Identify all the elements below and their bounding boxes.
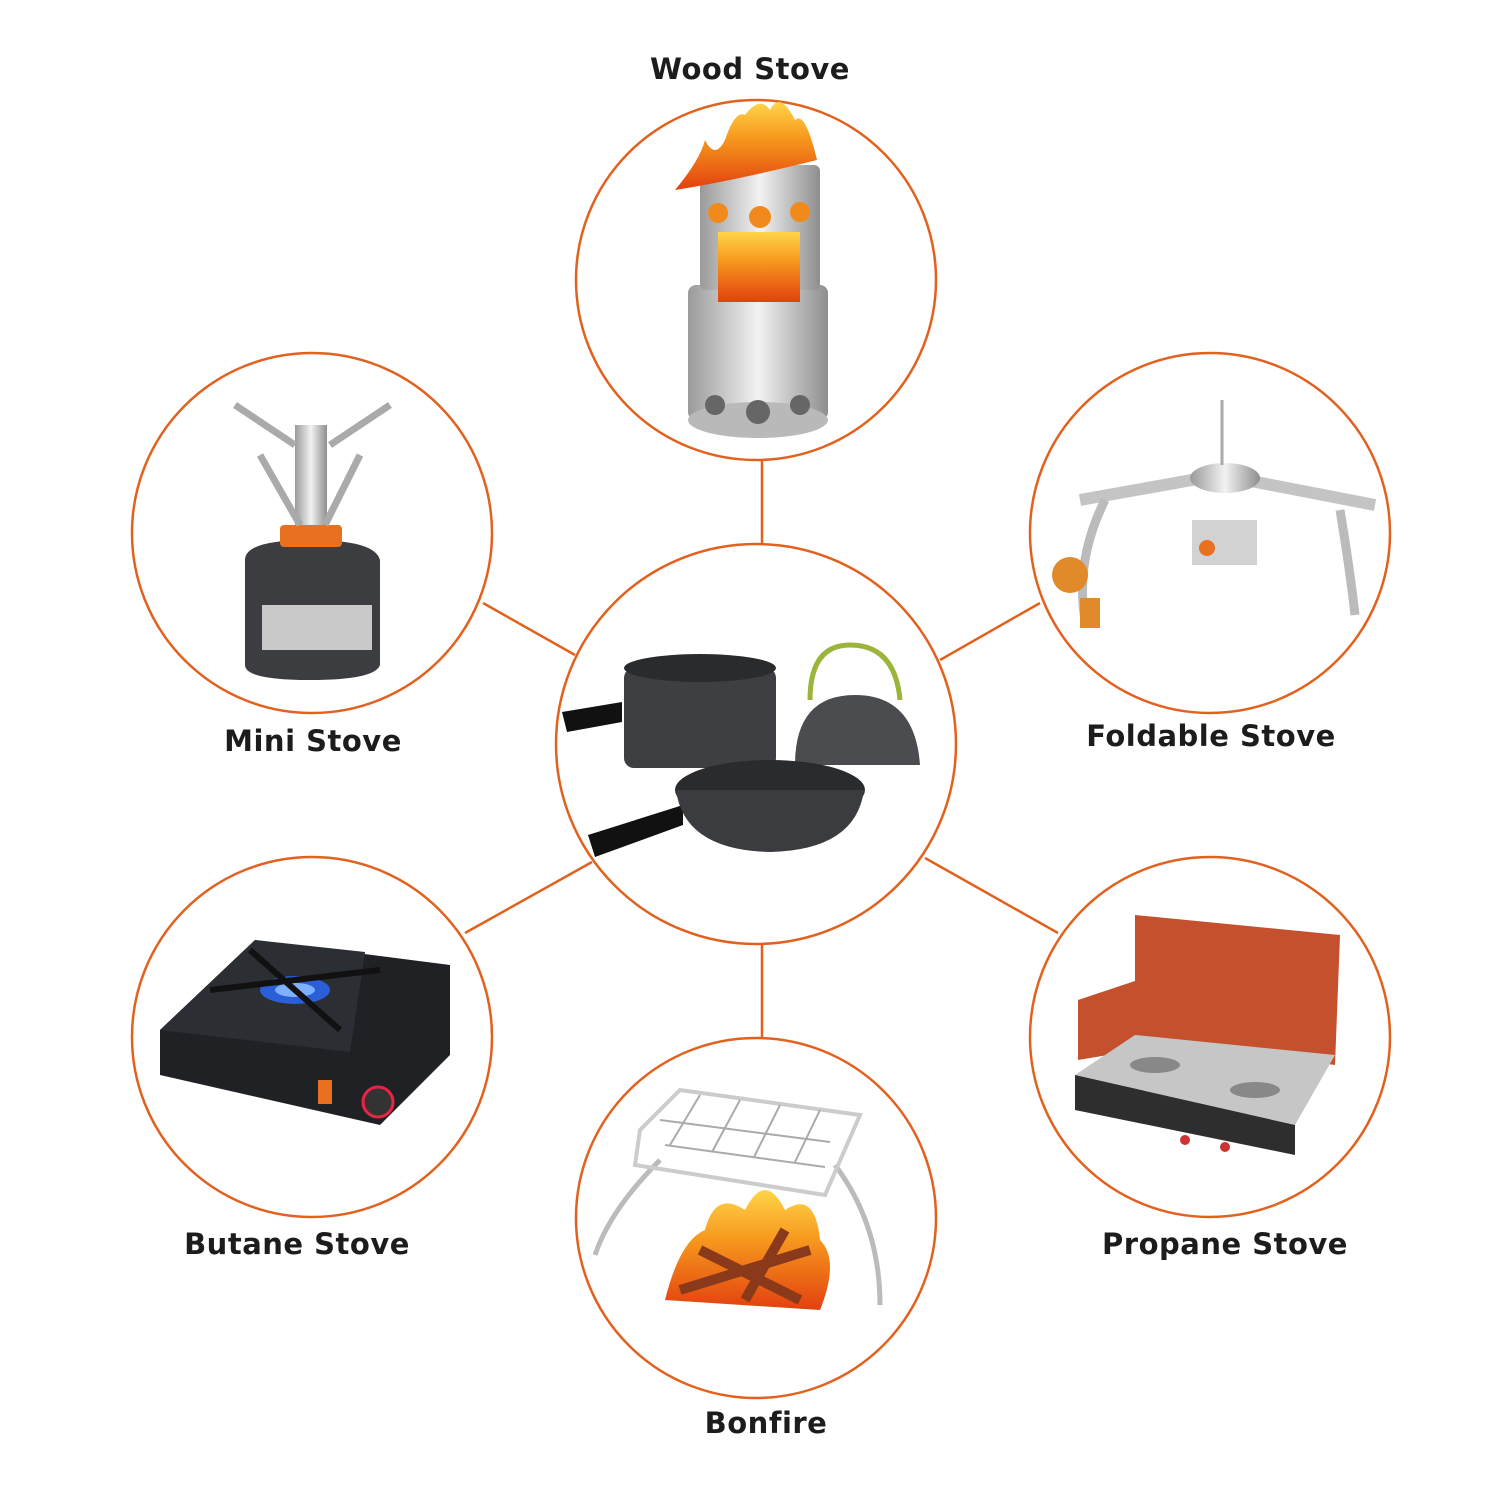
butane-stove-circle	[130, 855, 494, 1219]
mini-stove-circle	[130, 351, 494, 715]
bonfire-circle	[574, 1036, 938, 1400]
label-bonfire: Bonfire	[704, 1406, 828, 1440]
label-butane-stove: Butane Stove	[184, 1227, 410, 1261]
butane-stove-icon	[160, 940, 450, 1125]
bonfire-icon	[592, 1087, 883, 1310]
label-wood-stove: Wood Stove	[650, 52, 850, 86]
propane-stove-icon	[1075, 915, 1340, 1155]
wood-stove-icon	[675, 102, 828, 438]
center-cookware-circle	[554, 542, 958, 946]
pot-pan-kettle-icon	[562, 642, 920, 857]
connector-lines	[464, 460, 1059, 1038]
foldable-stove-icon	[1052, 400, 1377, 628]
label-mini-stove: Mini Stove	[224, 724, 402, 758]
mini-stove-icon	[233, 402, 392, 680]
foldable-stove-circle	[1028, 351, 1392, 715]
label-foldable-stove: Foldable Stove	[1086, 719, 1336, 753]
wood-stove-circle	[574, 98, 938, 462]
propane-stove-circle	[1028, 855, 1392, 1219]
label-propane-stove: Propane Stove	[1102, 1227, 1348, 1261]
